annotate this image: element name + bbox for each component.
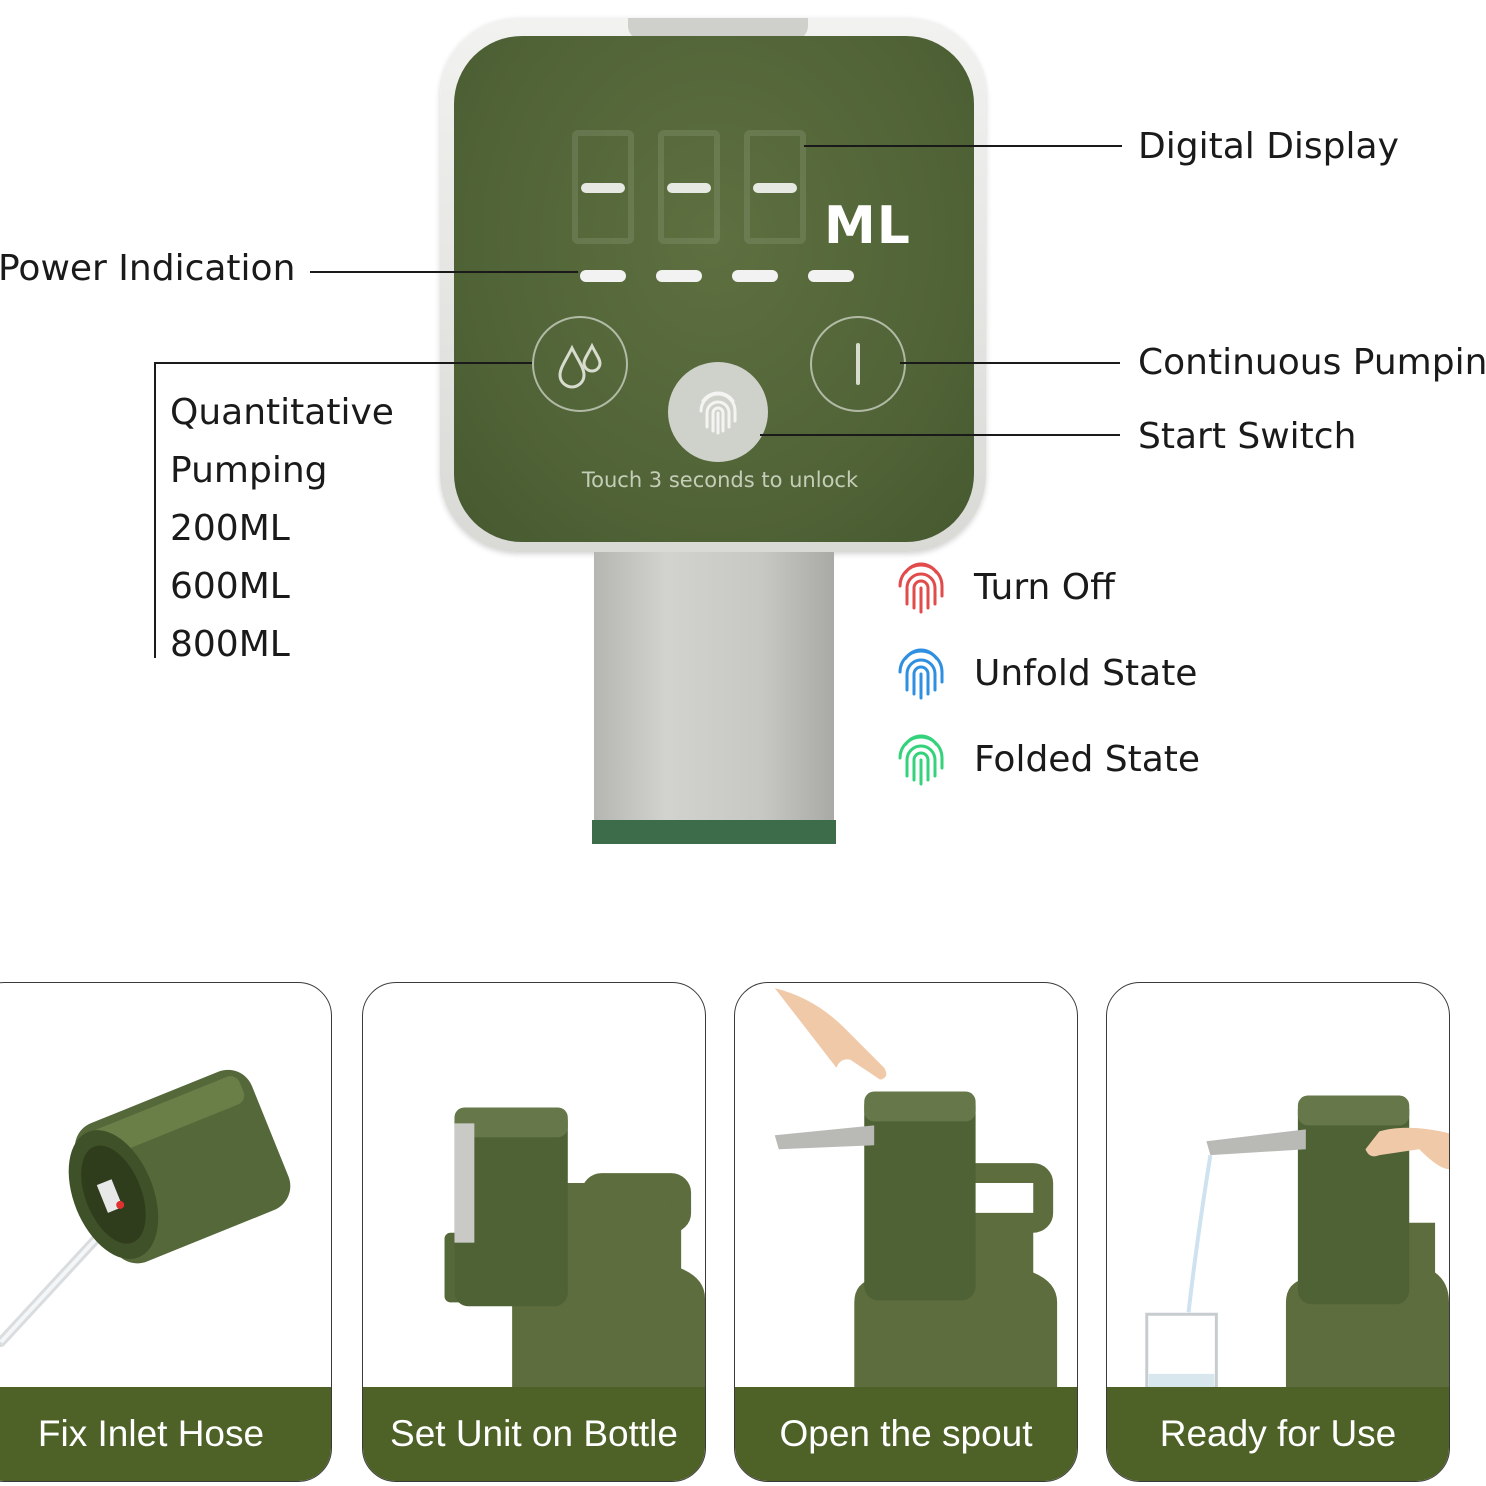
- pump-hose-illustration: [0, 1069, 291, 1348]
- fingerprint-icon: [699, 391, 737, 435]
- label-volume-800: 800ML: [170, 624, 290, 665]
- step-caption: Open the spout: [735, 1387, 1077, 1481]
- step-caption: Fix Inlet Hose: [0, 1387, 331, 1481]
- power-bar: [808, 270, 854, 282]
- unlock-hint: Touch 3 seconds to unlock: [581, 468, 859, 492]
- open-spout-illustration: [774, 988, 1058, 1388]
- label-power-indication: Power Indication: [0, 248, 296, 289]
- power-bar: [732, 270, 778, 282]
- display-digit: [744, 130, 806, 244]
- callout-line: [310, 271, 578, 273]
- display-digit: [658, 130, 720, 244]
- step-card-set-unit: Set Unit on Bottle: [362, 982, 706, 1482]
- device-control-panel: [454, 36, 974, 542]
- label-pumping: Pumping: [170, 450, 328, 491]
- label-volume-200: 200ML: [170, 508, 290, 549]
- power-bar: [656, 270, 702, 282]
- step-card-open-spout: Open the spout: [734, 982, 1078, 1482]
- display-segment: [581, 183, 625, 193]
- water-drops-icon: [558, 342, 602, 389]
- label-digital-display: Digital Display: [1138, 126, 1399, 167]
- ready-for-use-illustration: [1145, 1095, 1449, 1389]
- callout-line: [804, 145, 1122, 147]
- display-digit: [572, 130, 634, 244]
- pump-on-bottle-illustration: [444, 1107, 705, 1388]
- callout-line: [154, 362, 532, 364]
- state-label: Folded State: [974, 738, 1201, 780]
- state-unfold: Unfold State: [890, 642, 1197, 704]
- step-card-ready: Ready for Use: [1106, 982, 1450, 1482]
- pump-neck-base: [592, 820, 836, 844]
- device-top-notch: [628, 18, 808, 40]
- pump-neck: [594, 552, 834, 822]
- power-bar: [580, 270, 626, 282]
- state-folded: Folded State: [890, 728, 1200, 790]
- callout-line: [900, 362, 1120, 364]
- state-turn-off: Turn Off: [890, 556, 1115, 618]
- quantitative-pumping-button[interactable]: [532, 316, 628, 412]
- fingerprint-blue-icon: [898, 648, 944, 700]
- unit-label: ML: [824, 196, 911, 256]
- start-switch-button[interactable]: [668, 362, 768, 462]
- step-caption: Set Unit on Bottle: [363, 1387, 705, 1481]
- fingerprint-red-icon: [898, 562, 944, 614]
- fingerprint-green-icon: [898, 734, 944, 786]
- display-segment: [753, 183, 797, 193]
- state-label: Turn Off: [974, 566, 1115, 608]
- callout-bracket: [154, 362, 156, 658]
- label-start-switch: Start Switch: [1138, 416, 1357, 457]
- continuous-pumping-button[interactable]: [810, 316, 906, 412]
- label-continuous-pumping: Continuous Pumping: [1138, 342, 1486, 383]
- label-volume-600: 600ML: [170, 566, 290, 607]
- state-label: Unfold State: [974, 652, 1198, 694]
- step-caption: Ready for Use: [1107, 1387, 1449, 1481]
- step-card-fix-inlet-hose: Fix Inlet Hose: [0, 982, 332, 1482]
- power-line-icon: [856, 343, 860, 385]
- callout-line: [760, 434, 1120, 436]
- display-segment: [667, 183, 711, 193]
- label-quantitative: Quantitative: [170, 392, 394, 433]
